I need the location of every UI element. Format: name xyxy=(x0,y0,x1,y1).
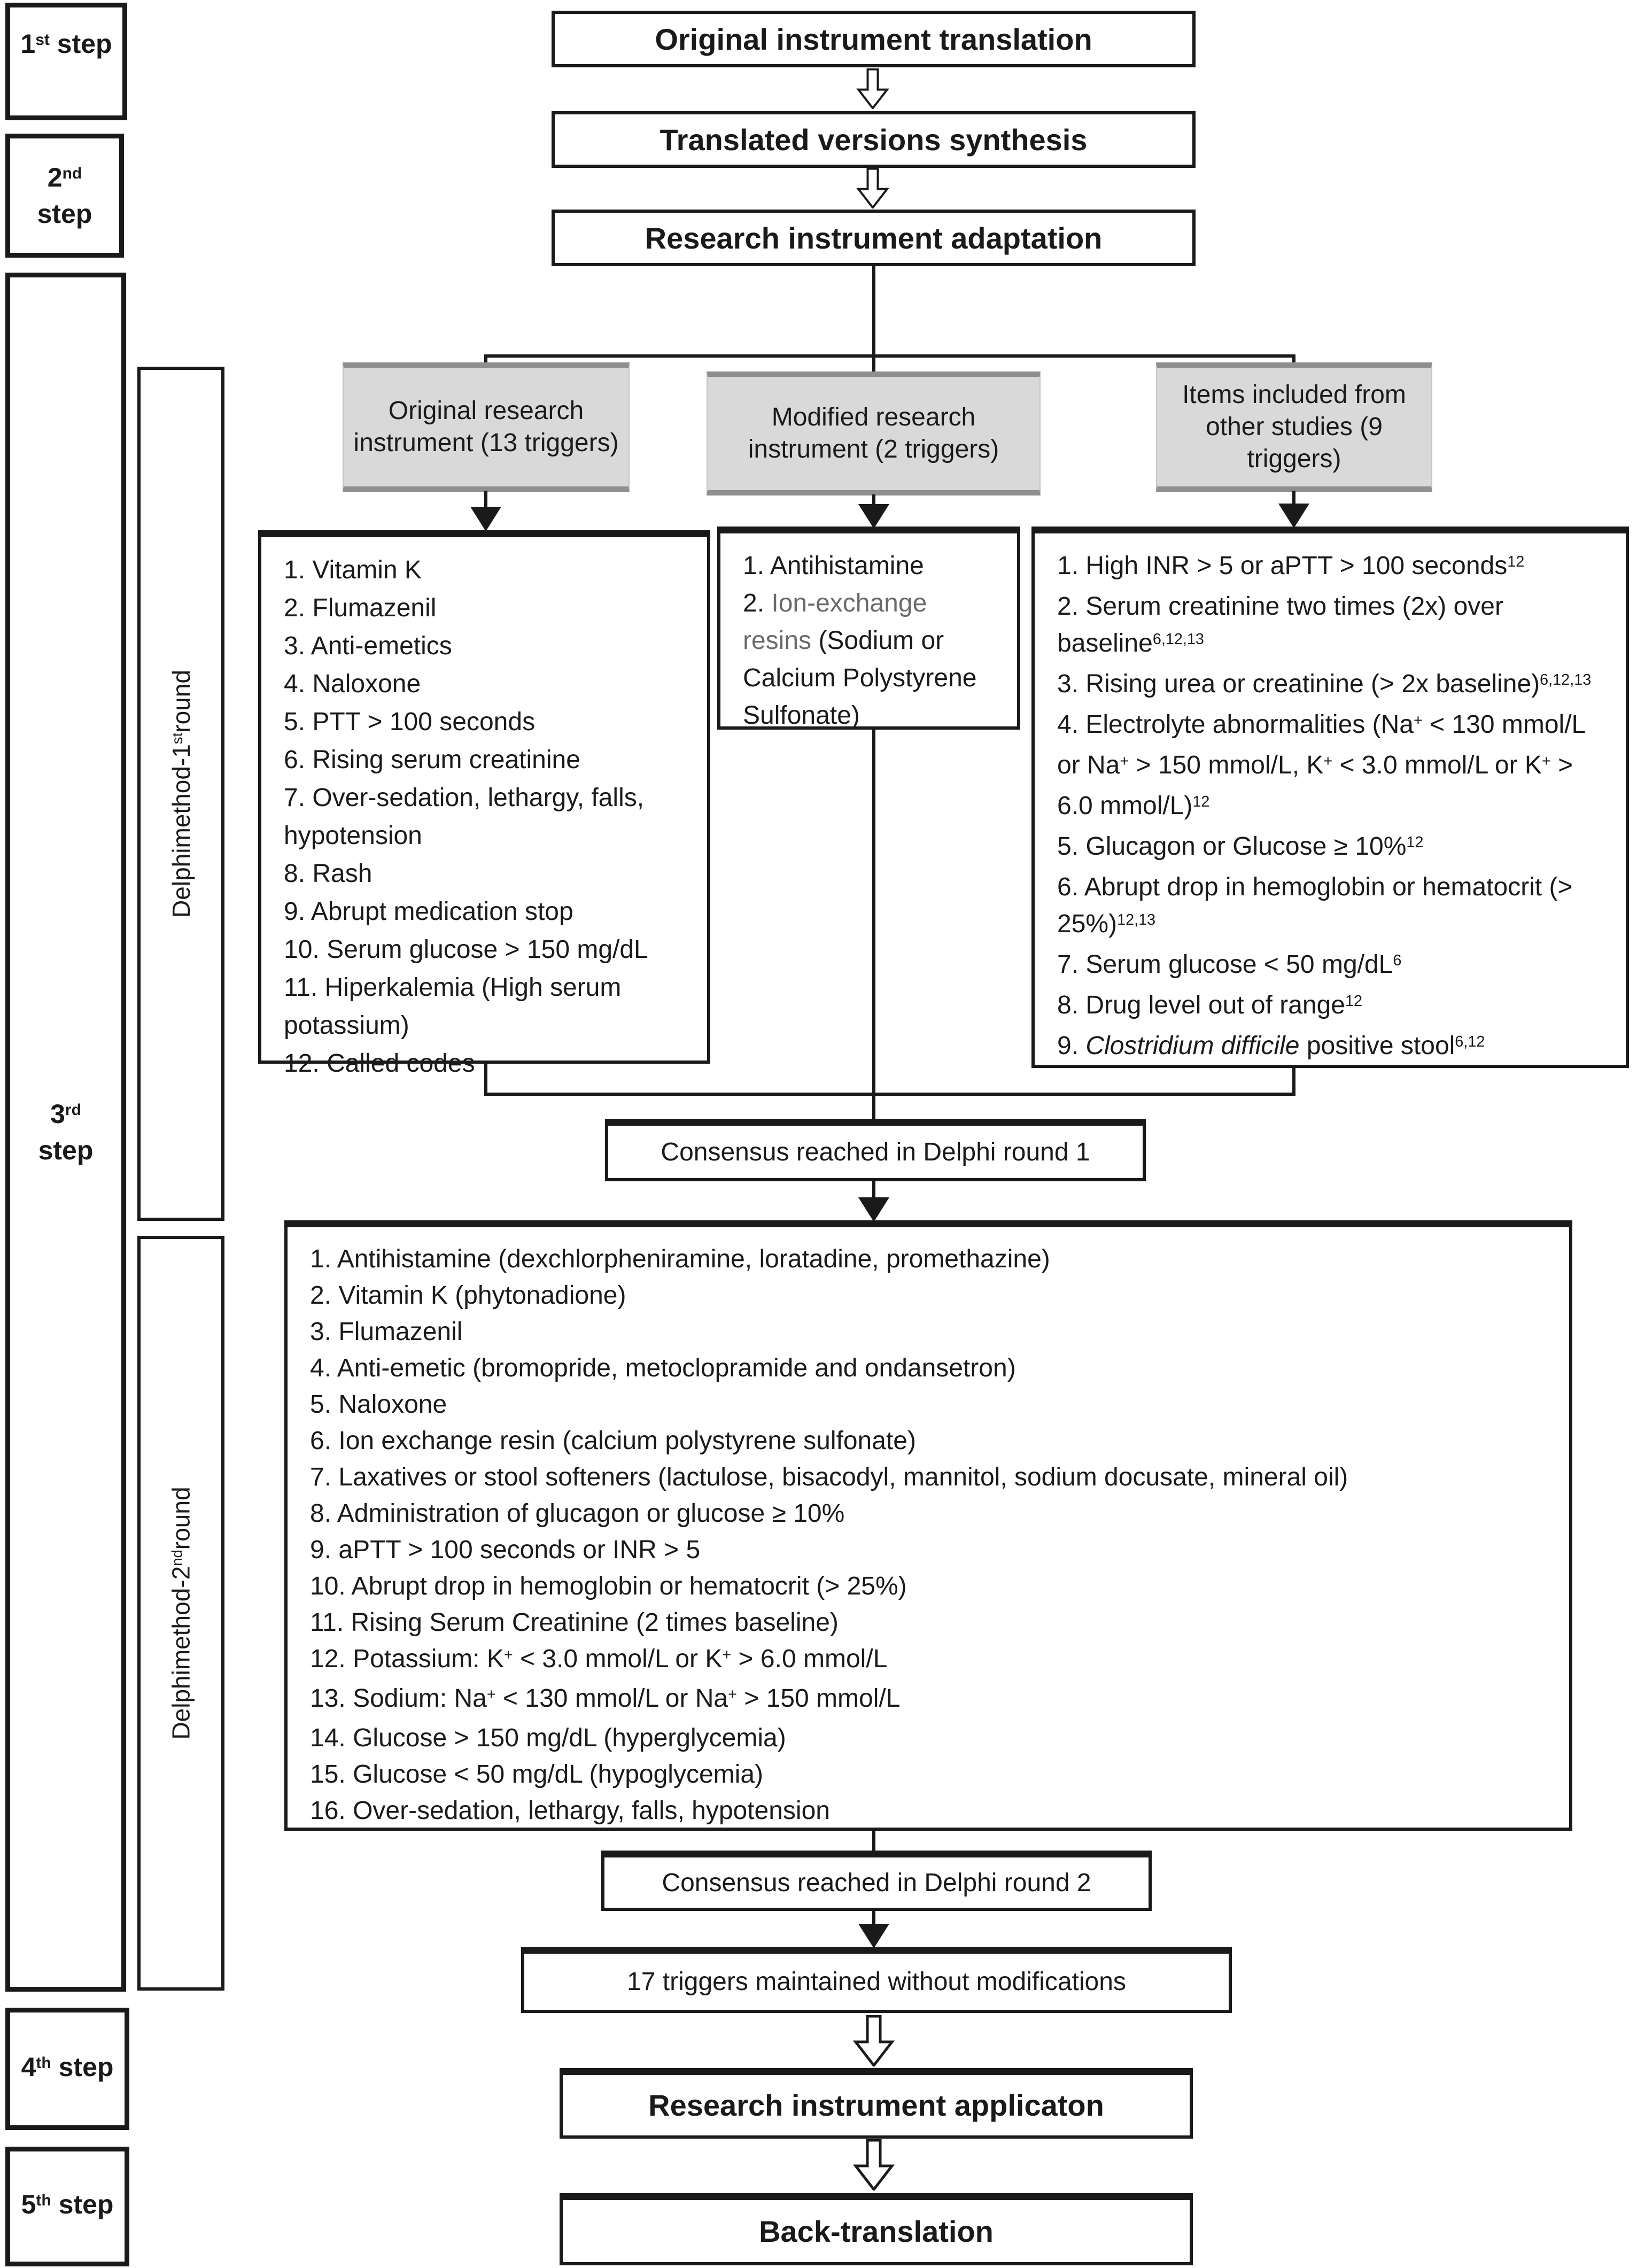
connector-line xyxy=(872,354,875,373)
list-item: 9. Abrupt medication stop xyxy=(284,897,573,926)
translated-versions-synthesis-label: Translated versions synthesis xyxy=(660,122,1088,157)
list-item: 7. Over-sedation, lethargy, falls, hypot… xyxy=(284,784,645,850)
list-item: 12. Called codes xyxy=(284,1049,475,1078)
solid-arrow-down-icon xyxy=(858,494,890,529)
list-item: 11. Rising Serum Creatinine (2 times bas… xyxy=(310,1608,839,1637)
original-research-instrument-box: Original research instrument (13 trigger… xyxy=(343,362,630,492)
step-5-label: 5th step xyxy=(21,2189,114,2219)
consensus-round-1-label: Consensus reached in Delphi round 1 xyxy=(661,1137,1090,1166)
back-translation-label: Back-translation xyxy=(759,2214,994,2248)
step-5-box: 5th step xyxy=(5,2147,129,2266)
delphi-round-1-label: Delphimethod-1stround xyxy=(167,670,195,918)
step-4-label: 4th step xyxy=(21,2052,114,2082)
list-item: 9. aPTT > 100 seconds or INR > 5 xyxy=(310,1536,701,1564)
connector-line xyxy=(484,1093,1295,1096)
list-item: 6. Ion exchange resin (calcium polystyre… xyxy=(310,1427,916,1455)
consensus-round-2-box: Consensus reached in Delphi round 2 xyxy=(601,1851,1152,1911)
connector-line xyxy=(872,730,875,1119)
original-research-instrument-label: Original research instrument (13 trigger… xyxy=(353,397,619,457)
solid-arrow-down-icon xyxy=(1278,491,1310,528)
triggers-maintained-box: 17 triggers maintained without modificat… xyxy=(521,1947,1232,2013)
list-item: 2. Ion-exchange resins (Sodium or Calciu… xyxy=(743,589,977,730)
list-item: 10. Abrupt drop in hemoglobin or hematoc… xyxy=(310,1572,907,1600)
step-1-label: 1st step xyxy=(20,29,112,59)
list-item: 15. Glucose < 50 mg/dL (hypoglycemia) xyxy=(310,1760,763,1789)
list-item: 1. Antihistamine xyxy=(743,552,924,580)
list-item: 13. Sodium: Na+ < 130 mmol/L or Na+ > 15… xyxy=(310,1684,901,1713)
list-item: 16. Over-sedation, lethargy, falls, hypo… xyxy=(310,1797,830,1825)
connector-line xyxy=(1292,354,1295,363)
list-item: 2. Serum creatinine two times (2x) over … xyxy=(1057,592,1503,657)
list-item: 12. Potassium: K+ < 3.0 mmol/L or K+ > 6… xyxy=(310,1645,888,1673)
list-item: 7. Laxatives or stool softeners (lactulo… xyxy=(310,1463,1348,1491)
list-item: 10. Serum glucose > 150 mg/dL xyxy=(284,935,648,964)
hollow-arrow-down-icon xyxy=(852,2139,895,2190)
hollow-arrow-down-icon xyxy=(856,168,889,208)
list-item: 2. Flumazenil xyxy=(284,594,437,622)
connector-line xyxy=(872,1831,875,1852)
list-item: 8. Administration of glucagon or glucose… xyxy=(310,1499,845,1528)
triggers-maintained-label: 17 triggers maintained without modificat… xyxy=(627,1968,1126,1996)
list-item: 4. Naloxone xyxy=(284,670,421,698)
list-item: 6. Abrupt drop in hemoglobin or hematocr… xyxy=(1057,873,1573,938)
connector-line xyxy=(484,1064,487,1096)
consensus-round-2-label: Consensus reached in Delphi round 2 xyxy=(662,1868,1091,1897)
items-from-other-studies-box: Items included from other studies (9 tri… xyxy=(1156,362,1432,492)
list-item: 2. Vitamin K (phytonadione) xyxy=(310,1281,626,1310)
connector-line xyxy=(484,354,487,363)
modified-2-triggers-list: 1. Antihistamine 2. Ion-exchange resins (… xyxy=(717,527,1020,730)
list-item: 8. Rash xyxy=(284,860,373,888)
delphi-round-2-label: Delphimethod-2ndround xyxy=(167,1487,195,1740)
items-from-other-studies-label: Items included from other studies (9 tri… xyxy=(1182,381,1406,473)
list-item: 14. Glucose > 150 mg/dL (hyperglycemia) xyxy=(310,1724,786,1752)
list-item: 3. Rising urea or creatinine (> 2x basel… xyxy=(1057,670,1592,698)
list-item: 6. Rising serum creatinine xyxy=(284,746,580,774)
research-instrument-application-label: Research instrument applicaton xyxy=(648,2088,1104,2122)
list-item: 5. Naloxone xyxy=(310,1390,447,1419)
solid-arrow-down-icon xyxy=(858,1911,890,1948)
consensus-round-1-box: Consensus reached in Delphi round 1 xyxy=(605,1119,1146,1181)
list-item: 1. Vitamin K xyxy=(284,556,422,584)
solid-arrow-down-icon xyxy=(858,1181,890,1222)
translated-versions-synthesis-box: Translated versions synthesis xyxy=(552,111,1196,168)
list-item: 7. Serum glucose < 50 mg/dL6 xyxy=(1057,950,1402,979)
connector-line xyxy=(484,354,1295,358)
delphi-round-1-box: Delphimethod-1stround xyxy=(137,367,224,1221)
solid-arrow-down-icon xyxy=(470,491,502,531)
delphi-round-2-triggers-list: 1. Antihistamine (dexchlorpheniramine, l… xyxy=(284,1220,1572,1831)
list-item: 3. Flumazenil xyxy=(310,1318,463,1346)
list-item: 1. High INR > 5 or aPTT > 100 seconds12 xyxy=(1057,552,1525,580)
original-instrument-translation-label: Original instrument translation xyxy=(655,22,1092,56)
modified-research-instrument-box: Modified research instrument (2 triggers… xyxy=(707,371,1041,496)
list-item: 5. Glucagon or Glucose ≥ 10%12 xyxy=(1057,832,1424,861)
modified-research-instrument-label: Modified research instrument (2 triggers… xyxy=(748,403,999,463)
step-1-box: 1st step xyxy=(5,3,127,120)
hollow-arrow-down-icon xyxy=(852,2015,895,2066)
connector-line xyxy=(872,266,875,355)
original-13-triggers-list: 1. Vitamin K 2. Flumazenil 3. Anti-emetics… xyxy=(258,530,710,1078)
back-translation-box: Back-translation xyxy=(560,2193,1193,2265)
list-item: 8. Drug level out of range12 xyxy=(1057,991,1363,1019)
research-instrument-adaptation-label: Research instrument adaptation xyxy=(645,221,1103,255)
original-instrument-translation-box: Original instrument translation xyxy=(552,11,1196,67)
list-item: 4. Anti-emetic (bromopride, metocloprami… xyxy=(310,1354,1016,1382)
other-studies-9-triggers-list: 1. High INR > 5 or aPTT > 100 seconds12 2… xyxy=(1031,527,1629,1068)
list-item: 9. Clostridium difficile positive stool6… xyxy=(1057,1032,1485,1060)
delphi-round-2-box: Delphimethod-2ndround xyxy=(137,1236,224,1991)
step-4-box: 4th step xyxy=(5,2008,129,2130)
list-item: 4. Electrolyte abnormalities (Na+ < 130 … xyxy=(1057,710,1585,820)
list-item: 1. Antihistamine (dexchlorpheniramine, l… xyxy=(310,1245,1050,1273)
hollow-arrow-down-icon xyxy=(856,68,889,109)
list-item: 5. PTT > 100 seconds xyxy=(284,708,536,736)
research-instrument-adaptation-box: Research instrument adaptation xyxy=(552,210,1196,266)
connector-line xyxy=(1292,1068,1295,1096)
list-item: 11. Hiperkalemia (High serum potassium) xyxy=(284,973,622,1040)
list-item: 3. Anti-emetics xyxy=(284,632,452,660)
research-instrument-application-box: Research instrument applicaton xyxy=(560,2068,1193,2139)
